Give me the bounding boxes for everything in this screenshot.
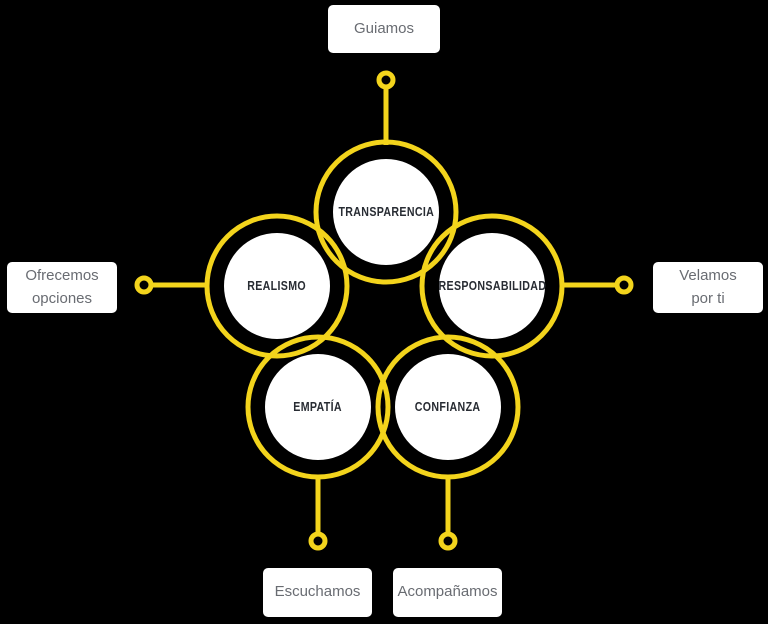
value-circle-fill-responsabilidad <box>439 233 545 339</box>
callout-label: Ofrecemos opciones <box>25 267 99 307</box>
value-circle-ring-transparencia <box>313 139 459 285</box>
value-label-responsabilidad: RESPONSABILIDAD <box>407 276 577 296</box>
callout-box-velamos-por-ti: Velamos por ti <box>653 262 763 313</box>
connector-ring-icon-top <box>376 70 396 90</box>
callout-label: Acompañamos <box>397 583 498 601</box>
value-circle-fill-realismo <box>224 233 330 339</box>
value-label-text: EMPATÍA <box>293 400 343 414</box>
callout-label: Guiamos <box>353 19 415 37</box>
callout-box-acompanamos: Acompañamos <box>393 568 502 617</box>
value-circle-ring-confianza <box>375 334 521 480</box>
value-label-text: REALISMO <box>247 279 307 293</box>
callout-box-escuchamos: Escuchamos <box>263 568 372 617</box>
connector-ring-icon-bottom-right <box>438 531 458 551</box>
value-label-text: TRANSPARENCIA <box>338 205 434 219</box>
value-circle-ring-empatia <box>245 334 391 480</box>
callout-label: Escuchamos <box>274 583 361 601</box>
value-label-text: RESPONSABILIDAD <box>438 279 546 293</box>
value-label-empatia: EMPATÍA <box>233 397 403 417</box>
callout-label: Velamos por ti <box>679 267 737 307</box>
value-label-text: CONFIANZA <box>415 400 481 414</box>
value-label-realismo: REALISMO <box>192 276 362 296</box>
value-circle-ring-responsabilidad <box>419 213 565 359</box>
value-circle-ring-realismo <box>204 213 350 359</box>
value-circle-fill-transparencia <box>333 159 439 265</box>
callout-box-ofrecemos-opciones: Ofrecemos opciones <box>7 262 117 313</box>
connector-ring-icon-bottom-left <box>308 531 328 551</box>
value-circle-fill-empatia <box>265 354 371 460</box>
connector-ring-icon-left <box>134 275 154 295</box>
connector-ring-icon-right <box>614 275 634 295</box>
value-label-transparencia: TRANSPARENCIA <box>301 202 471 222</box>
value-circle-fill-confianza <box>395 354 501 460</box>
value-label-confianza: CONFIANZA <box>363 397 533 417</box>
callout-box-guiamos: Guiamos <box>328 5 440 53</box>
